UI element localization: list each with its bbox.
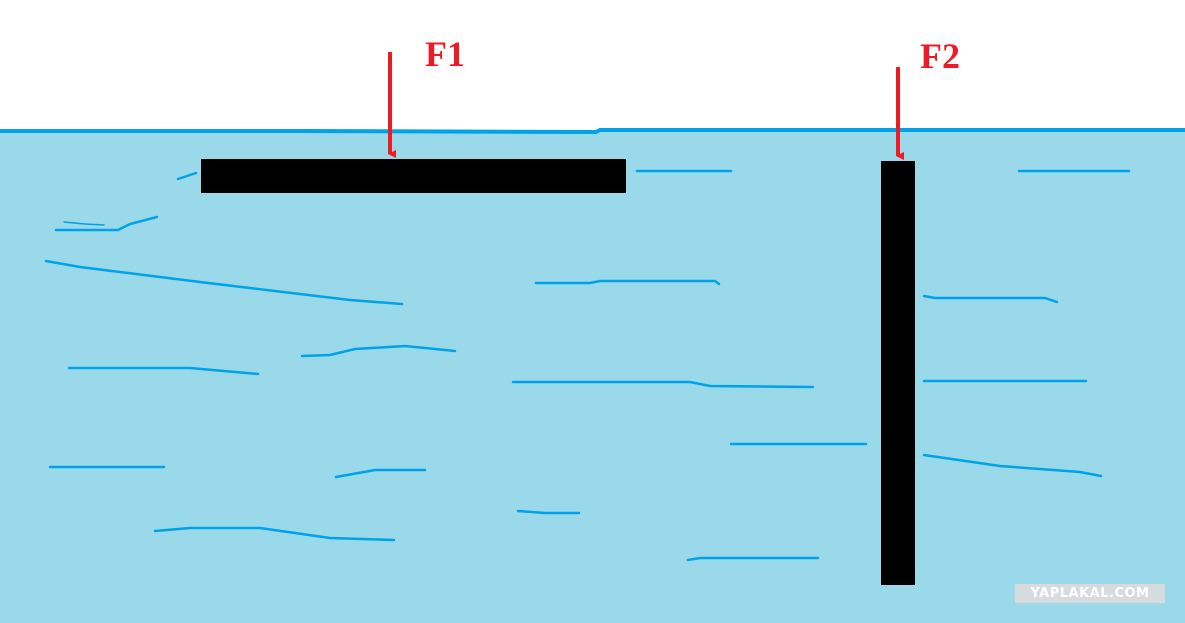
ripple-stroke <box>67 366 260 376</box>
ripple-stroke <box>516 509 581 515</box>
force-label-f2: F2 <box>920 36 960 76</box>
ripple-stroke <box>54 215 159 232</box>
water-area <box>0 131 1185 623</box>
vertical-plank <box>881 161 915 585</box>
ripple-stroke <box>63 221 105 226</box>
ripple-stroke <box>686 556 820 562</box>
ripple-stroke <box>534 279 721 286</box>
ripple-stroke <box>334 468 427 479</box>
force-label-f1: F1 <box>425 34 465 74</box>
ripple-stroke <box>153 526 396 542</box>
ripple-stroke <box>922 453 1103 478</box>
ripple-stroke <box>44 259 404 306</box>
sky-area <box>0 0 1185 130</box>
ripples <box>44 169 1131 562</box>
watermark: YAPLAKAL.COM <box>1015 584 1165 603</box>
ripple-stroke <box>922 294 1059 304</box>
ripple-stroke <box>176 171 198 181</box>
ripple-stroke <box>300 344 457 358</box>
ripple-stroke <box>511 380 815 389</box>
horizontal-plank <box>201 159 626 193</box>
water-surface-line <box>0 128 1185 135</box>
